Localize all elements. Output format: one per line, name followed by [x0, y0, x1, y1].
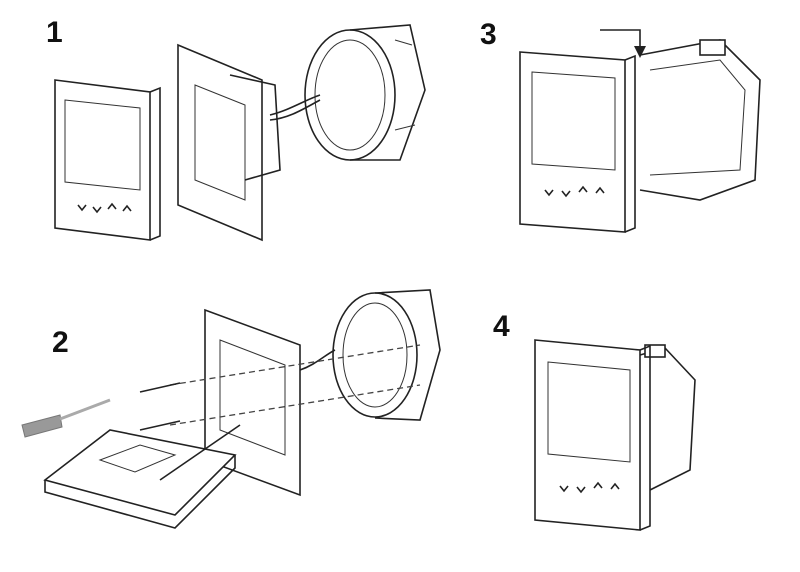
step-number-2: 2 [52, 326, 69, 359]
step-number-1: 1 [46, 16, 63, 49]
step3-arrow-icon [600, 29, 646, 58]
step2-screws [139, 382, 181, 431]
step1-mounting-plate [177, 43, 281, 242]
step-number-3: 3 [480, 18, 497, 51]
step1-thermostat [54, 79, 161, 241]
step1-wall-box [304, 24, 426, 161]
step4-wall-box [639, 344, 696, 491]
step-number-4: 4 [493, 310, 510, 343]
step1-wiring [269, 94, 321, 121]
step2-mounting-plate [204, 308, 336, 497]
step3-thermostat [519, 51, 636, 233]
step2-screw-guides [169, 344, 421, 426]
screwdriver-icon [21, 398, 111, 438]
step3-wall-box [639, 39, 761, 201]
step2-wall-box [332, 289, 441, 421]
step4-thermostat [534, 339, 651, 531]
step2-thermostat-base [43, 424, 241, 529]
